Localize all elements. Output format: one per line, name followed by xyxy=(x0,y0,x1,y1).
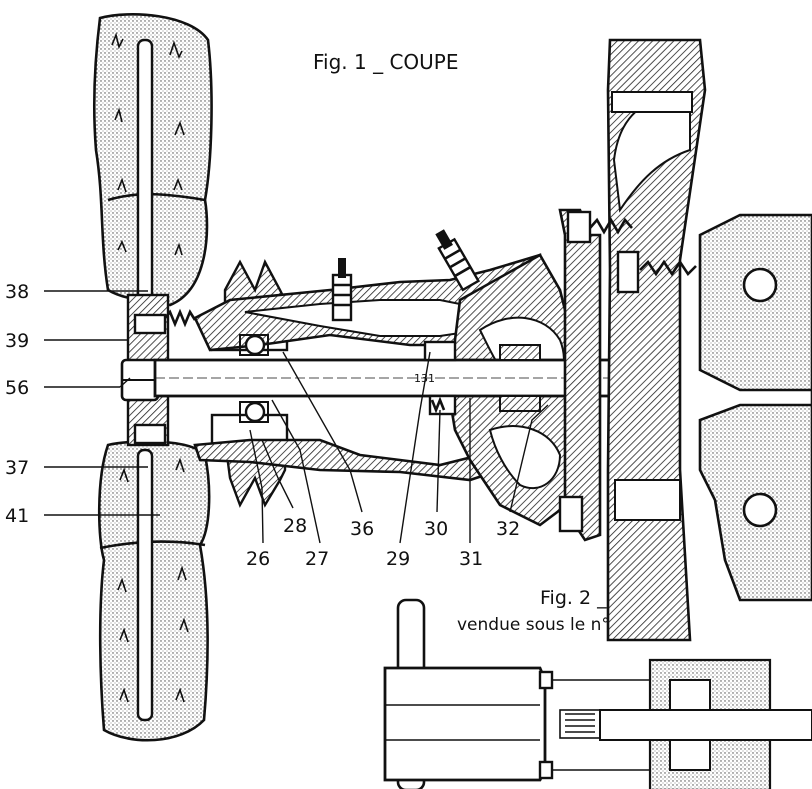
callout-37: 37 xyxy=(5,457,29,479)
callout-32: 32 xyxy=(496,518,520,540)
shaft-marking: 131 xyxy=(414,372,435,385)
callout-30: 30 xyxy=(424,518,448,540)
wrench-drawing xyxy=(383,598,812,789)
grease-fittings xyxy=(331,229,481,322)
callout-31: 31 xyxy=(459,548,483,570)
fan-hub xyxy=(120,293,197,447)
fan-blade-lower xyxy=(97,440,211,742)
engine-block xyxy=(558,38,812,642)
fan-assembly xyxy=(93,13,213,742)
callout-56: 56 xyxy=(5,377,29,399)
callout-26: 26 xyxy=(246,548,270,570)
leader-lines xyxy=(44,290,549,544)
figure1-caption: Fig. 1 _ COUPE xyxy=(313,50,459,74)
shaft: 131 xyxy=(153,334,612,423)
callouts-bottom: 26 27 28 36 29 30 31 32 xyxy=(246,515,520,570)
callout-27: 27 xyxy=(305,548,329,570)
callout-29: 29 xyxy=(386,548,410,570)
callout-28: 28 xyxy=(283,515,307,537)
callout-41: 41 xyxy=(5,505,29,527)
callout-38: 38 xyxy=(5,281,29,303)
callout-36: 36 xyxy=(350,518,374,540)
callouts-left: 38 39 56 37 41 xyxy=(5,281,29,527)
callout-39: 39 xyxy=(5,330,29,352)
